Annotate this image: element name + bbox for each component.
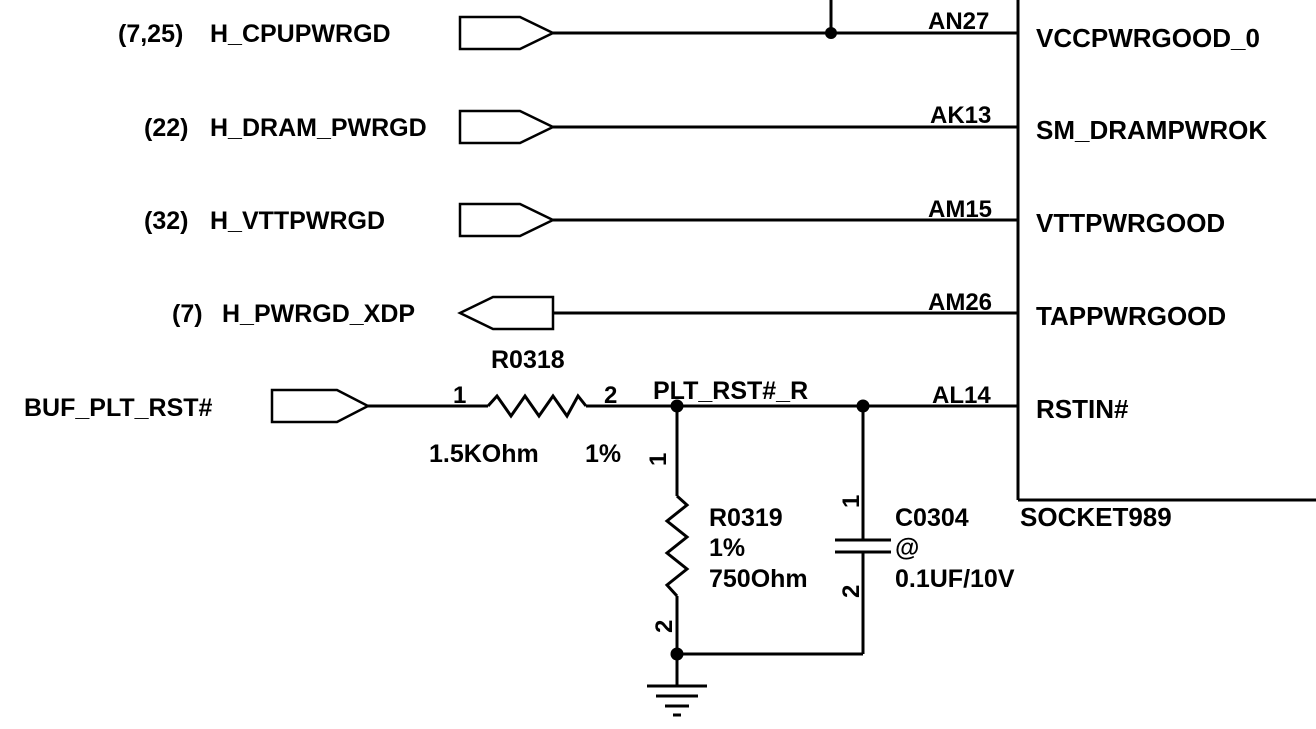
c0304-value: 0.1UF/10V bbox=[895, 565, 1015, 593]
r0319-tolerance: 1% bbox=[709, 534, 745, 562]
net-row-h-dram-pwrgd: (22) H_DRAM_PWRGD AK13 SM_DRAMPWROK bbox=[144, 102, 1267, 145]
pin-signal: SM_DRAMPWROK bbox=[1036, 115, 1267, 145]
ground-net bbox=[647, 647, 863, 717]
net-ref: (7,25) bbox=[118, 20, 183, 48]
net-row-h-cpupwrgd: (7,25) H_CPUPWRGD AN27 VCCPWRGOOD_0 bbox=[118, 0, 1260, 53]
resistor-r0318-icon bbox=[486, 393, 588, 419]
pin-number: AM15 bbox=[928, 196, 992, 223]
net-name: H_PWRGD_XDP bbox=[222, 300, 415, 328]
pin-signal: TAPPWRGOOD bbox=[1036, 301, 1226, 331]
resistor-r0319-icon bbox=[664, 494, 690, 598]
pin-number: AN27 bbox=[928, 8, 989, 35]
net-name: H_CPUPWRGD bbox=[210, 20, 391, 48]
net-name: H_VTTPWRGD bbox=[210, 207, 385, 235]
r0318-pin1: 1 bbox=[453, 382, 466, 409]
socket-label: SOCKET989 bbox=[1020, 502, 1172, 532]
net-row-h-pwrgd-xdp: (7) H_PWRGD_XDP AM26 TAPPWRGOOD bbox=[172, 289, 1226, 331]
net-ref: (7) bbox=[172, 300, 203, 328]
pin-number: AL14 bbox=[932, 382, 991, 409]
socket-body bbox=[1016, 0, 1316, 502]
input-port-icon bbox=[458, 109, 556, 145]
pin-number: AK13 bbox=[930, 102, 991, 129]
output-port-icon bbox=[457, 295, 555, 331]
pin-signal: RSTIN# bbox=[1036, 394, 1129, 424]
r0318-value: 1.5KOhm bbox=[429, 440, 539, 468]
r0318-tolerance: 1% bbox=[585, 440, 621, 468]
r0319-ref: R0319 bbox=[709, 504, 783, 532]
c0304-pin2: 2 bbox=[838, 585, 865, 598]
net-row-h-vttpwrgd: (32) H_VTTPWRGD AM15 VTTPWRGOOD bbox=[144, 196, 1225, 238]
net-row-buf-plt-rst: BUF_PLT_RST# R0318 1 2 1.5KOhm 1% PLT_RS… bbox=[24, 346, 1129, 468]
c0304-pin1: 1 bbox=[838, 495, 865, 508]
input-port-icon bbox=[458, 15, 556, 51]
pin-signal: VCCPWRGOOD_0 bbox=[1036, 23, 1260, 53]
r0318-ref: R0318 bbox=[491, 346, 565, 374]
net-ref: (22) bbox=[144, 114, 188, 142]
pin-number: AM26 bbox=[928, 289, 992, 316]
resistor-r0319: 1 2 R0319 1% 750Ohm bbox=[645, 406, 808, 654]
net-ref: (32) bbox=[144, 207, 188, 235]
capacitor-c0304: 1 2 C0304 @ 0.1UF/10V bbox=[835, 406, 1015, 654]
c0304-option: @ bbox=[895, 534, 919, 562]
c0304-ref: C0304 bbox=[895, 504, 969, 532]
input-port-icon bbox=[270, 388, 371, 424]
pin-signal: VTTPWRGOOD bbox=[1036, 208, 1225, 238]
r0319-pin2: 2 bbox=[651, 620, 678, 633]
net-name: H_DRAM_PWRGD bbox=[210, 114, 427, 142]
r0318-pin2: 2 bbox=[604, 382, 617, 409]
r0319-pin1: 1 bbox=[645, 453, 672, 466]
junction-dot bbox=[825, 27, 837, 39]
net-name: BUF_PLT_RST# bbox=[24, 394, 213, 422]
input-port-icon bbox=[458, 202, 556, 238]
node-label: PLT_RST#_R bbox=[653, 377, 808, 405]
r0319-value: 750Ohm bbox=[709, 565, 808, 593]
